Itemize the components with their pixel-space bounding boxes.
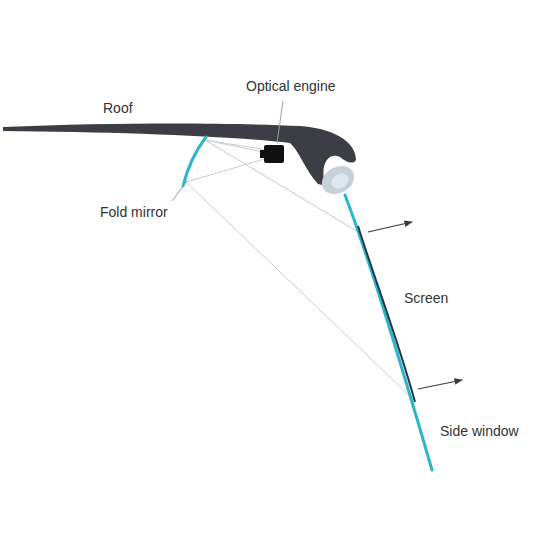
optical-engine-lens	[260, 150, 265, 158]
projection-arrow	[418, 380, 462, 389]
screen-film	[358, 226, 415, 402]
side-window	[345, 195, 432, 470]
leader-line	[277, 101, 283, 143]
part-label: Side window	[440, 423, 519, 440]
optical-engine	[264, 145, 284, 163]
part-label: Optical engine	[246, 78, 336, 95]
window-seal-inner	[329, 170, 352, 191]
roof-shape	[3, 124, 356, 187]
part-label: Roof	[103, 100, 133, 117]
projection-arrow	[368, 222, 412, 232]
fold-mirror	[183, 137, 206, 186]
leader-line	[172, 181, 187, 201]
projection-rays	[186, 140, 414, 400]
window-seal	[317, 160, 359, 200]
part-label: Fold mirror	[100, 204, 168, 221]
part-label: Screen	[404, 290, 448, 307]
